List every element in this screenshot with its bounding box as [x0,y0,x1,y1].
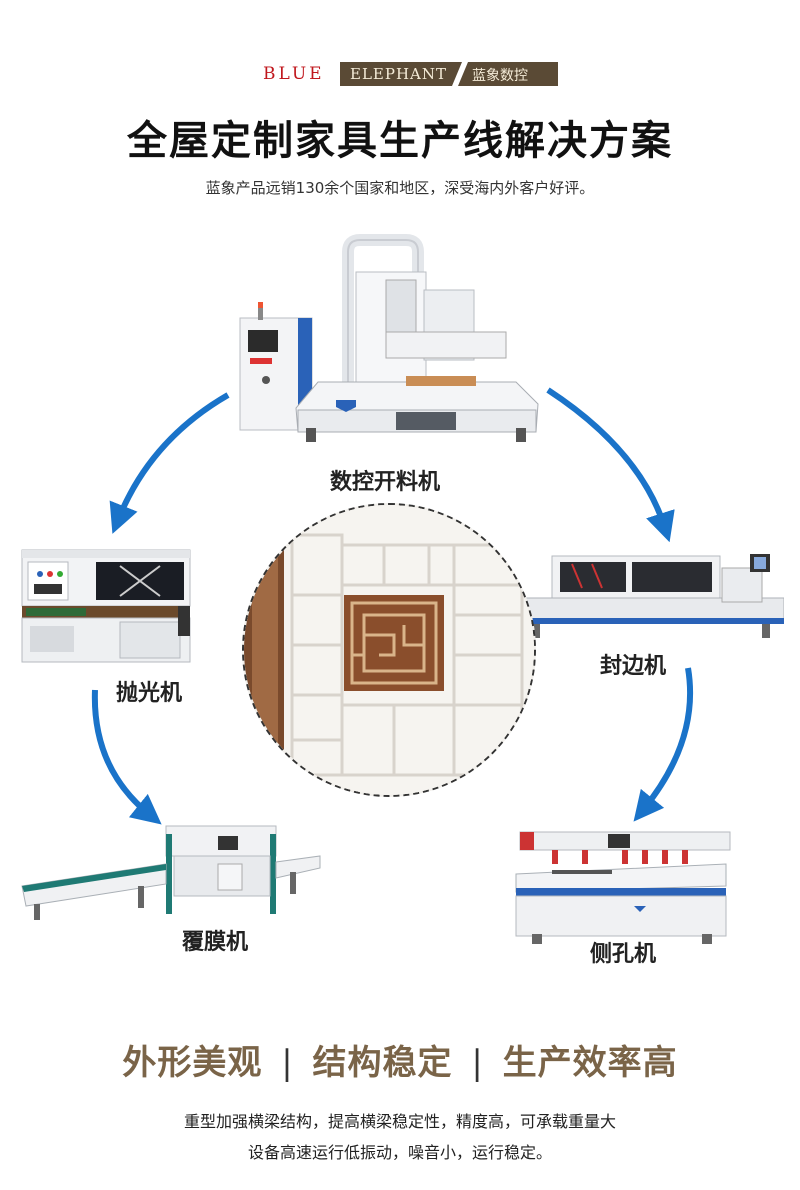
cabinet-shelf-illustration [244,505,534,795]
side-drilling-machine-label: 侧孔机 [590,942,657,967]
description-line-1: 重型加强横梁结构，提高横梁稳定性，精度高，可承载重量大 [183,1112,616,1131]
brand-blue-text: BLUE [263,64,325,84]
arrow-cnc-to-polish [109,392,230,534]
polishing-machine-image [21,549,191,663]
feature-efficiency: 生产效率高 [502,1043,678,1083]
film-press-machine-label: 覆膜机 [182,930,249,955]
cabinet-photo-circle [242,503,536,797]
page-title: 全屋定制家具生产线解决方案 [127,117,673,164]
arrow-polish-to-film [91,689,162,825]
feature-structure: 结构稳定 [312,1043,453,1083]
description-line-2: 设备高速运行低振动，噪音小，运行稳定。 [247,1143,552,1162]
brand-bar: BLUE ELEPHANT 蓝象数控 [0,62,800,86]
arrow-edge-to-side [633,667,694,822]
brand-cn-text: 蓝象数控 [472,68,528,84]
film-press-machine-image [21,825,321,920]
feature-appearance: 外形美观 [122,1043,263,1083]
polishing-machine-label: 抛光机 [116,681,183,706]
edge-banding-machine-image [522,554,784,638]
cnc-cutting-machine-image [239,234,539,442]
features-line: 外形美观 | 结构稳定 | 生产效率高 [0,1035,800,1084]
brand-elephant-text: ELEPHANT [350,65,447,83]
edge-banding-machine-label: 封边机 [600,654,667,679]
page-subtitle: 蓝象产品远销130余个国家和地区，深受海内外客户好评。 [205,179,595,197]
feature-separator: | [281,1043,294,1083]
cnc-cutting-machine-label: 数控开料机 [330,470,441,495]
feature-separator: | [471,1043,484,1083]
arrow-cnc-to-edge [546,387,675,543]
brand-box [340,62,558,86]
side-drilling-machine-image [515,831,731,944]
brand-slash-icon [452,62,468,86]
